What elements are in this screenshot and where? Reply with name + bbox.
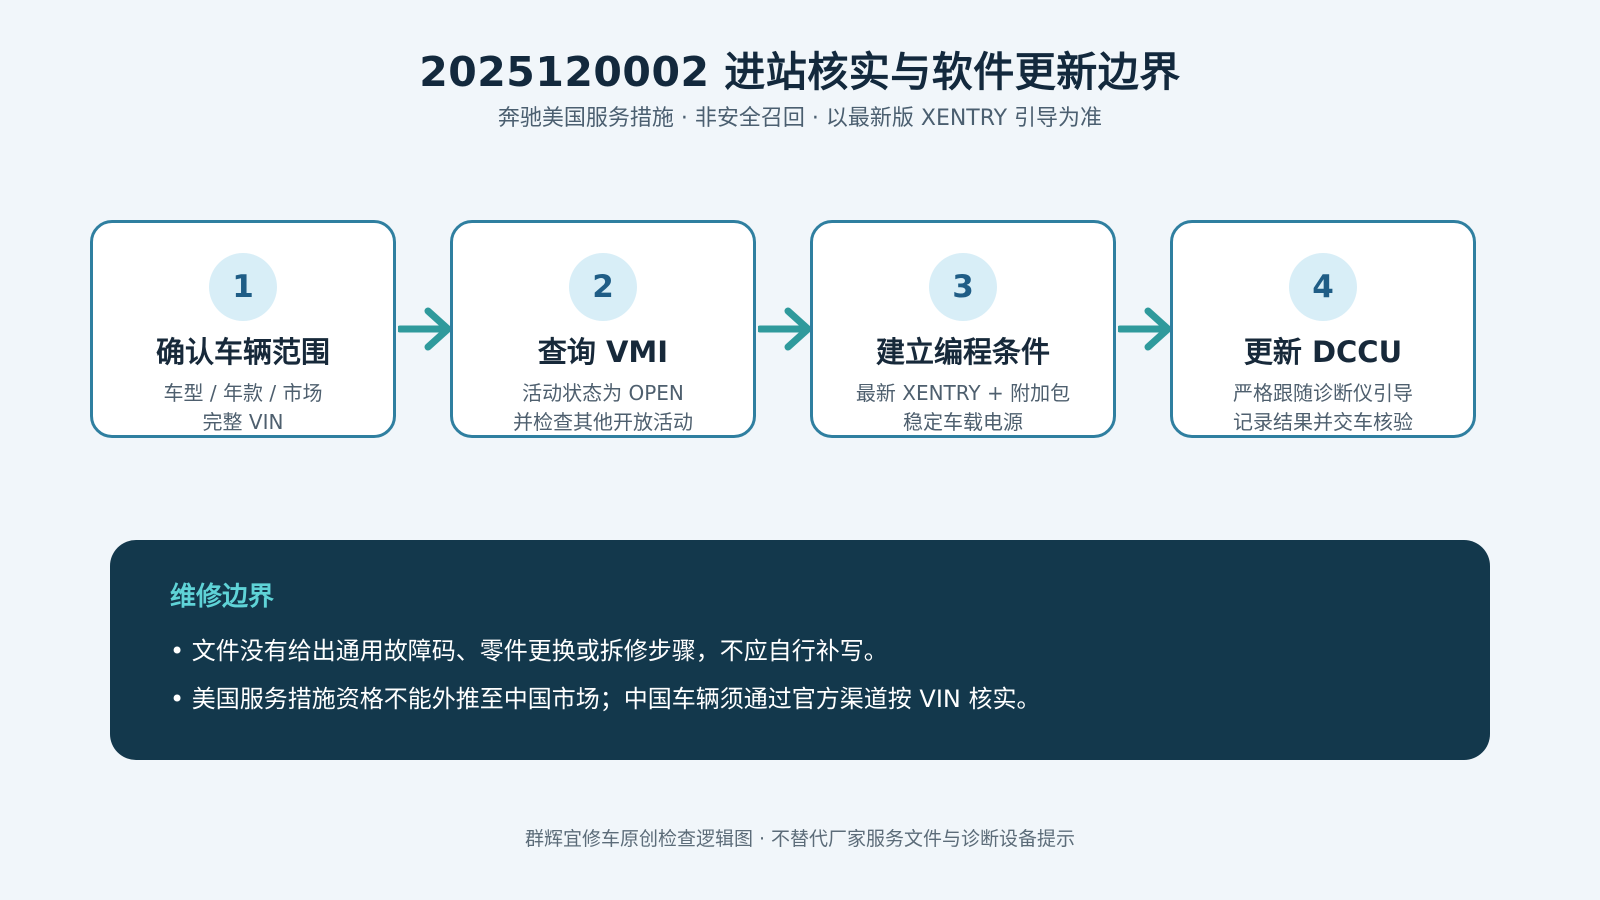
step-title: 更新 DCCU [1243, 335, 1403, 369]
step-title: 确认车辆范围 [155, 335, 330, 369]
step-description-line: 完整 VIN [202, 410, 284, 434]
step-card-3: 3 建立编程条件 最新 XENTRY + 附加包 稳定车载电源 [810, 220, 1116, 438]
step-description-line: 并检查其他开放活动 [513, 410, 693, 434]
step-description: 活动状态为 OPEN 并检查其他开放活动 [453, 379, 753, 437]
step-description-line: 稳定车载电源 [903, 410, 1023, 434]
step-card-4: 4 更新 DCCU 严格跟随诊断仪引导 记录结果并交车核验 [1170, 220, 1476, 438]
boundary-item: • 文件没有给出通用故障码、零件更换或拆修步骤，不应自行补写。 [170, 637, 888, 665]
boundary-title: 维修边界 [170, 582, 275, 612]
arrow-right-icon [758, 307, 812, 351]
step-number-badge: 3 [929, 253, 997, 321]
step-description-line: 活动状态为 OPEN [522, 381, 684, 405]
step-description-line: 最新 XENTRY + 附加包 [855, 381, 1071, 405]
arrow-right-icon [1118, 307, 1172, 351]
step-description-line: 车型 / 年款 / 市场 [163, 381, 323, 405]
footer-note: 群辉宜修车原创检查逻辑图 · 不替代厂家服务文件与诊断设备提示 [524, 828, 1076, 850]
step-description-line: 严格跟随诊断仪引导 [1233, 381, 1413, 405]
step-card-2: 2 查询 VMI 活动状态为 OPEN 并检查其他开放活动 [450, 220, 756, 438]
step-description: 最新 XENTRY + 附加包 稳定车载电源 [813, 379, 1113, 437]
step-description: 严格跟随诊断仪引导 记录结果并交车核验 [1173, 379, 1473, 437]
step-title: 建立编程条件 [875, 335, 1050, 369]
page-title: 2025120002 进站核实与软件更新边界 [419, 48, 1181, 96]
step-card-1: 1 确认车辆范围 车型 / 年款 / 市场 完整 VIN [90, 220, 396, 438]
boundary-item: • 美国服务措施资格不能外推至中国市场；中国车辆须通过官方渠道按 VIN 核实。 [170, 685, 1041, 713]
step-description: 车型 / 年款 / 市场 完整 VIN [93, 379, 393, 437]
step-title: 查询 VMI [537, 335, 669, 369]
step-description-line: 记录结果并交车核验 [1233, 410, 1413, 434]
repair-boundary-panel: 维修边界 • 文件没有给出通用故障码、零件更换或拆修步骤，不应自行补写。 • 美… [110, 540, 1490, 760]
page-subtitle: 奔驰美国服务措施 · 非安全召回 · 以最新版 XENTRY 引导为准 [497, 106, 1103, 131]
arrow-right-icon [398, 307, 452, 351]
step-number-badge: 4 [1289, 253, 1357, 321]
step-number-badge: 1 [209, 253, 277, 321]
step-number-badge: 2 [569, 253, 637, 321]
